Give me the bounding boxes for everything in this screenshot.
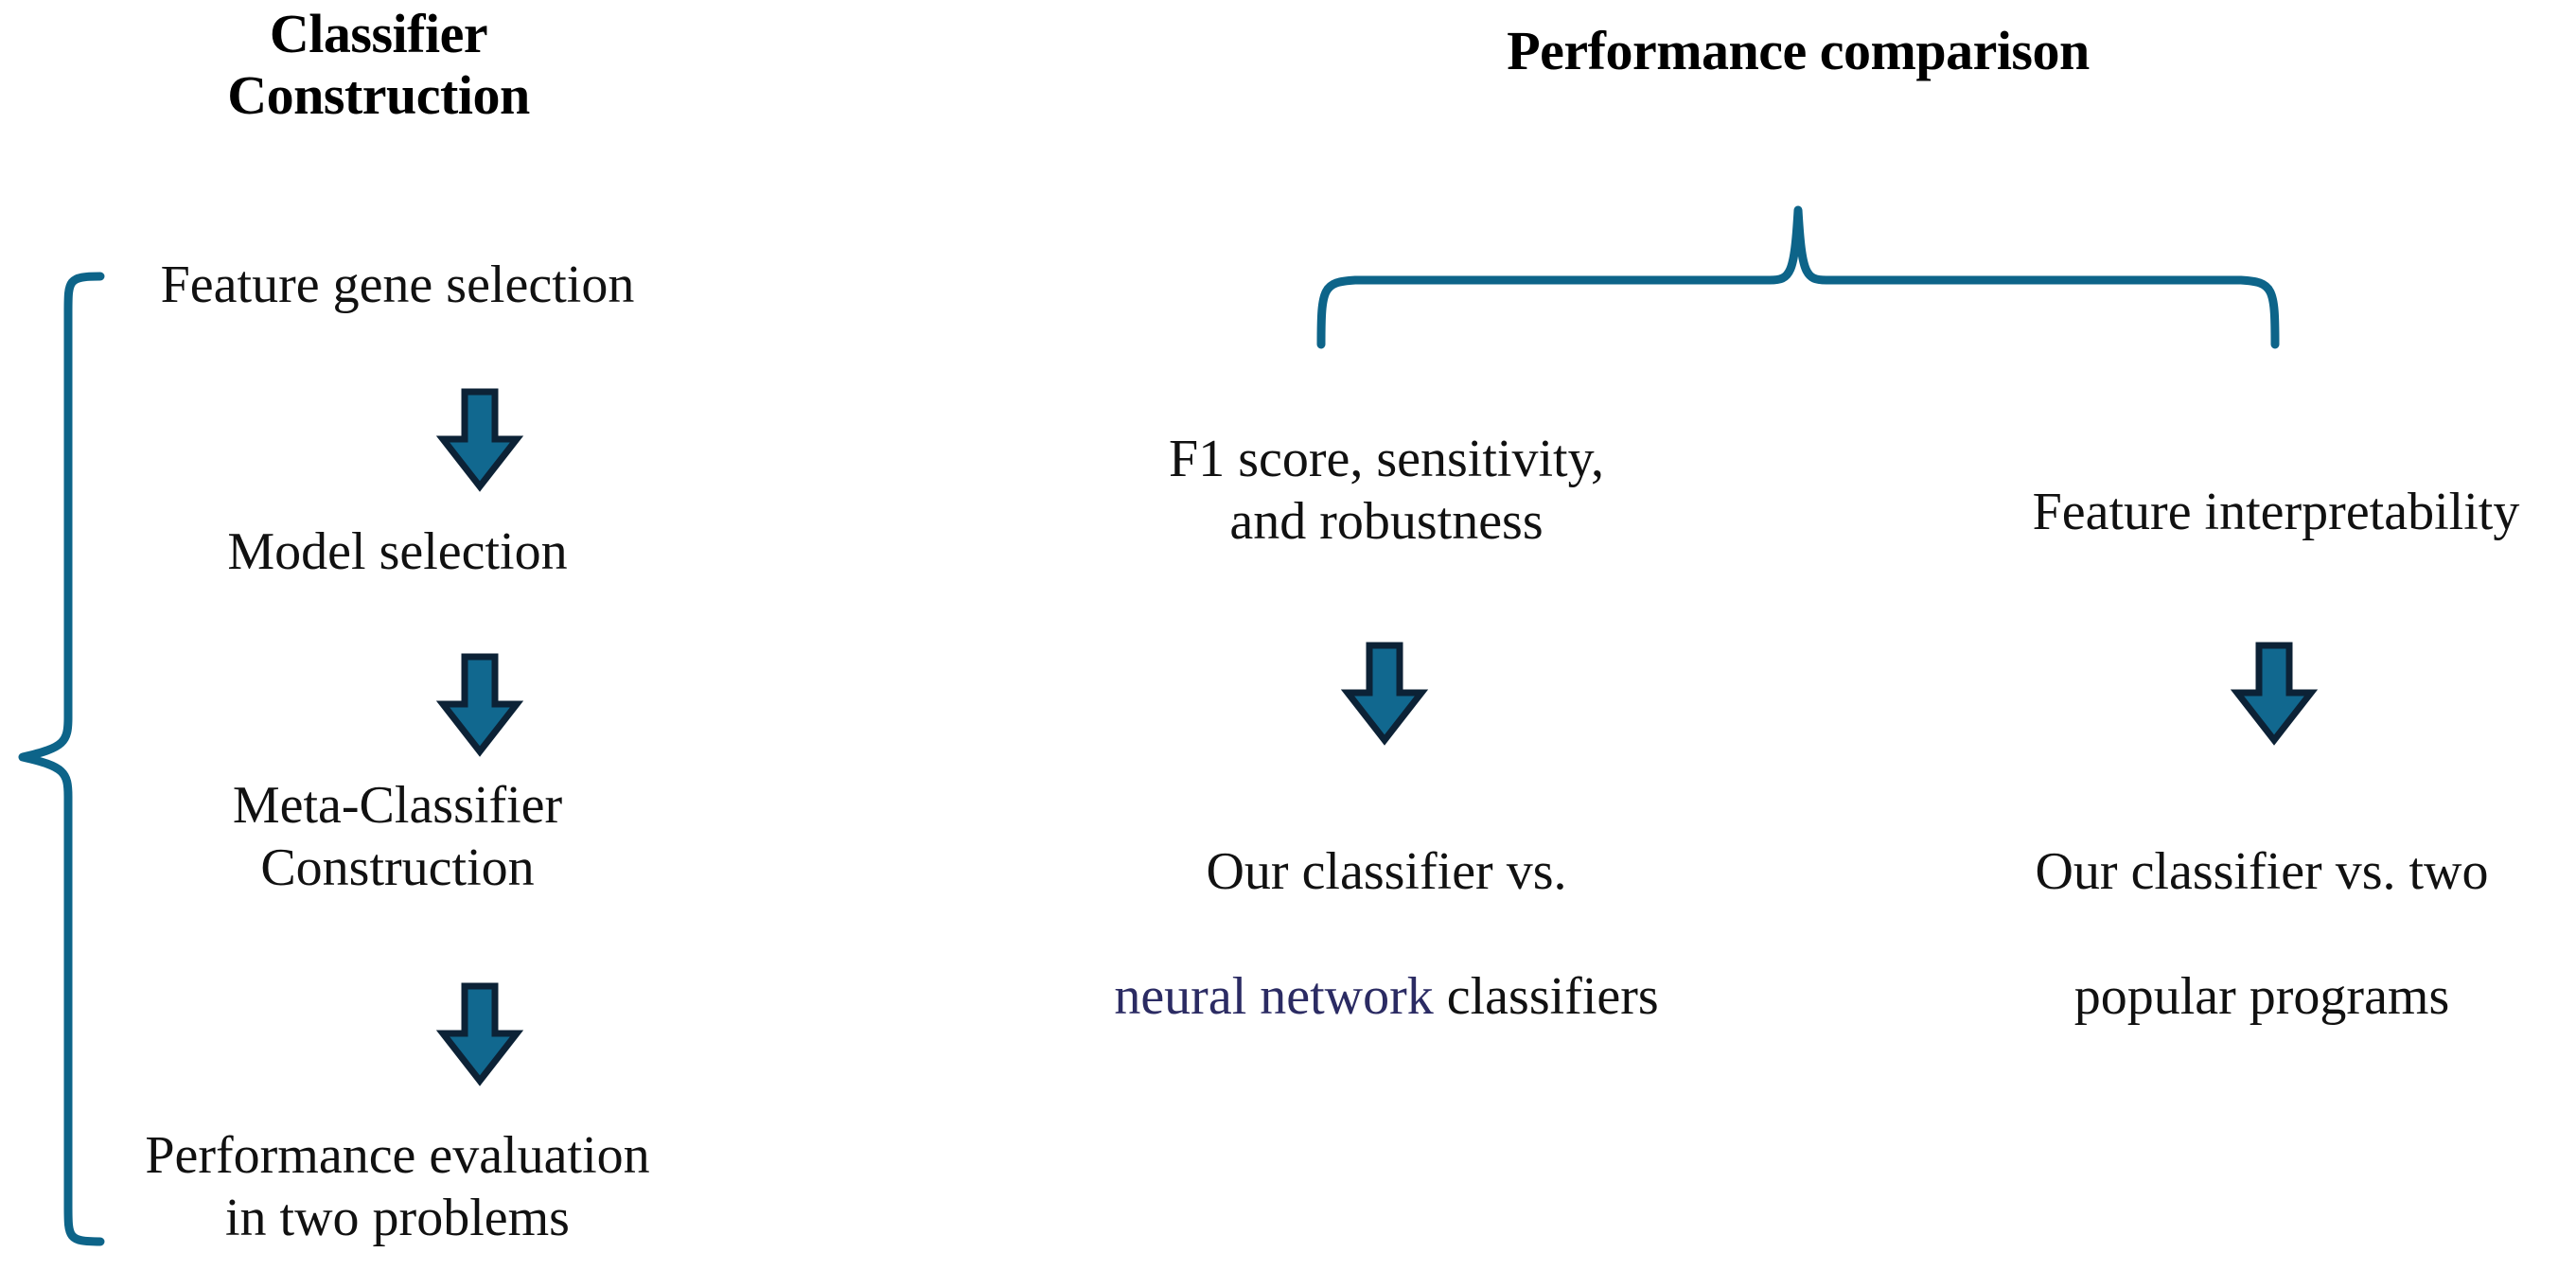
- left-step-2-label: Model selection: [227, 522, 568, 581]
- right-branch-1-outcome-highlight: neural network: [1114, 967, 1434, 1027]
- right-branch-1-outcome-line1: Our classifier vs.: [1206, 842, 1567, 902]
- down-arrow-icon-right-1: [1340, 642, 1429, 746]
- left-step-4-label: Performance evaluation in two problems: [145, 1126, 650, 1248]
- right-branch-2-outcome: Our classifier vs. two popular programs: [1931, 778, 2576, 1028]
- right-branch-2-outcome-suffix: popular programs: [2073, 967, 2450, 1027]
- right-branch-1-criterion: F1 score, sensitivity, and robustness: [1169, 430, 1604, 552]
- top-curly-brace-icon: [1306, 204, 2290, 356]
- down-arrow-icon-left-1: [435, 388, 524, 492]
- left-curly-brace-icon: [9, 272, 105, 1247]
- right-branch-1-outcome-suffix: classifiers: [1433, 967, 1659, 1027]
- right-section-heading: Performance comparison: [1507, 20, 2090, 81]
- down-arrow-icon-left-3: [435, 982, 524, 1086]
- right-branch-1-outcome: Our classifier vs. neural network classi…: [1017, 778, 1756, 1028]
- left-step-1-label: Feature gene selection: [160, 256, 635, 314]
- down-arrow-icon-right-2: [2230, 642, 2319, 746]
- right-branch-2-outcome-line1: Our classifier vs. two: [2035, 842, 2489, 902]
- down-arrow-icon-left-2: [435, 653, 524, 757]
- left-column-heading: Classifier Construction: [227, 3, 530, 126]
- left-step-3-label: Meta-Classifier Construction: [232, 776, 563, 898]
- right-branch-2-criterion: Feature interpretability: [2032, 483, 2520, 541]
